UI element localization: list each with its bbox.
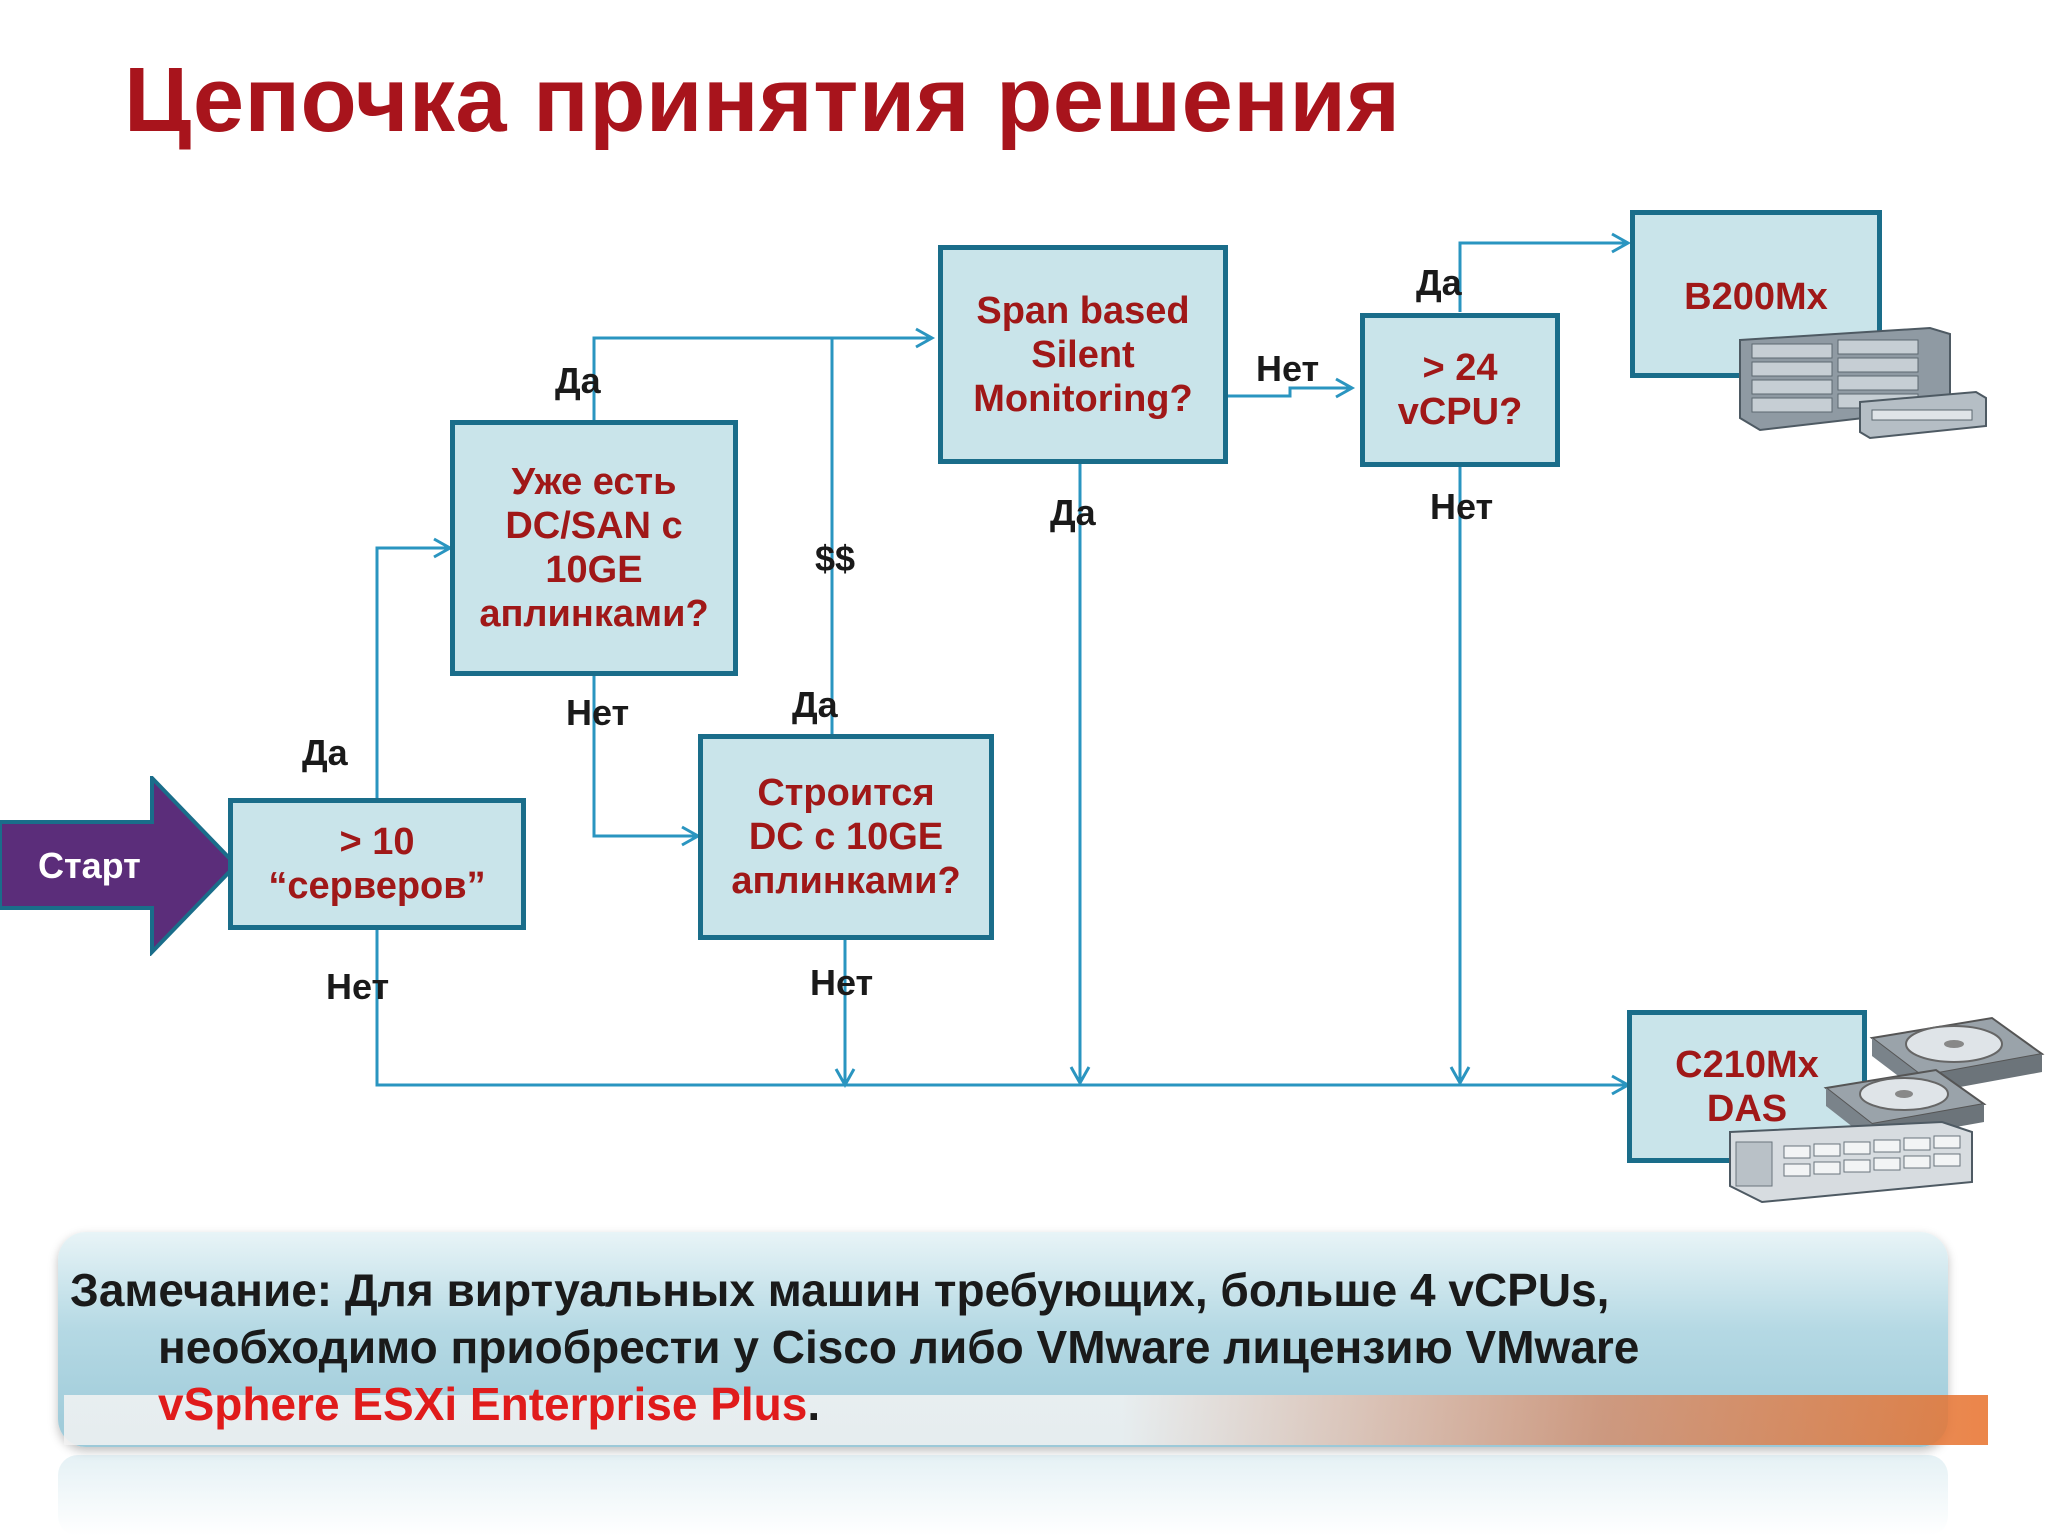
box-span-text: Span based Silent Monitoring? [973,289,1193,420]
box-servers-text: > 10 “серверов” [268,821,486,907]
label-dcsan-yes: Да [555,360,601,401]
label-building-yes: Да [792,684,838,725]
box-servers: > 10 “серверов” [228,798,526,930]
edge-span-no [1224,377,1356,399]
box-dcsan: Уже есть DC/SAN с 10GE аплинками? [450,420,738,676]
blade-chassis-image [1739,326,1987,440]
label-servers-no: Нет [326,966,390,1007]
box-dcsan-text: Уже есть DC/SAN с 10GE аплинками? [479,461,709,635]
box-building-text: Строится DC с 10GE аплинками? [731,772,961,902]
rack-server-disks-image [1729,1016,2045,1204]
note-line-3: vSphere ESXi Enterprise Plus. [70,1376,1940,1433]
start-arrow [0,776,239,956]
box-vcpu: > 24 vCPU? [1360,313,1560,467]
edge-vcpu-yes [1458,232,1632,312]
slide-title: Цепочка принятия решения [124,49,1401,151]
box-span: Span based Silent Monitoring? [938,245,1228,464]
rack-server-icon [1729,1120,1973,1204]
box-vcpu-text: > 24 vCPU? [1397,347,1523,433]
edge-servers-no [375,930,1632,1096]
label-vcpu-yes: Да [1416,262,1462,303]
note-accent-strip [64,1395,1988,1445]
label-span-no: Нет [1256,348,1320,389]
label-span-yes: Да [1050,492,1096,533]
start-label: Старт [38,845,141,886]
label-servers-yes: Да [302,732,348,773]
label-dcsan-no: Нет [566,692,630,733]
note-end: . [807,1378,821,1430]
note-line-2: необходимо приобрести у Cisco либо VMwar… [158,1321,1640,1373]
box-b200-text: B200Mx [1684,276,1828,318]
edge-dcsan-yes [592,327,936,420]
edge-servers-yes [375,537,454,798]
note-reflection [58,1455,1948,1536]
label-vcpu-no: Нет [1430,486,1494,527]
label-money: $$ [815,538,856,579]
note-line-1: Замечание: Для виртуальных машин требующ… [70,1264,1610,1316]
note-text: Замечание: Для виртуальных машин требующ… [70,1262,1940,1433]
box-c210-text: C210Mx DAS [1675,1043,1819,1130]
label-building-no: Нет [810,962,874,1003]
note-highlight: vSphere ESXi Enterprise Plus [158,1378,808,1430]
box-building: Строится DC с 10GE аплинками? [698,734,994,940]
edge-dcsan-no [592,672,702,847]
